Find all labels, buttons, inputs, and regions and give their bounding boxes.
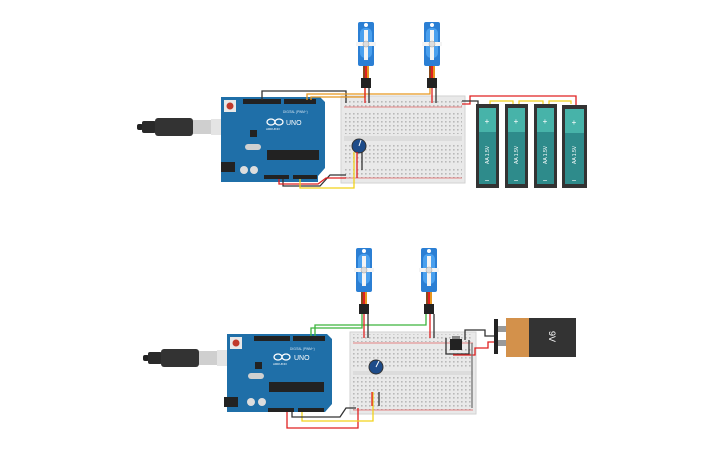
svg-text:+: +	[543, 117, 548, 126]
dc-jack	[224, 397, 238, 407]
digital-header-right	[284, 99, 316, 104]
arduino-logo-icon	[266, 118, 284, 126]
servo-motor-2[interactable]	[421, 21, 443, 89]
dc-jack	[221, 162, 235, 172]
breadboard[interactable]	[349, 331, 477, 415]
svg-text:−: −	[514, 176, 519, 185]
svg-text:+: +	[485, 117, 490, 126]
svg-text:−: −	[572, 176, 577, 185]
usb-cable[interactable]	[143, 349, 233, 367]
arduino-logo-icon	[273, 353, 291, 361]
svg-text:+: +	[514, 117, 519, 126]
svg-text:AA 1.5V: AA 1.5V	[543, 145, 549, 164]
svg-text:−: −	[543, 176, 548, 185]
arduino-uno-board[interactable]: DIGITAL (PWM~) ARDUINO UNO	[221, 97, 325, 182]
svg-text:AA 1.5V: AA 1.5V	[514, 145, 520, 164]
power-header	[264, 175, 289, 179]
brand-label: ARDUINO	[273, 362, 288, 366]
board-label: UNO	[294, 355, 310, 362]
aa-battery-3: + − AA 1.5V	[534, 104, 557, 188]
battery-label: 9V	[547, 331, 557, 342]
atmega-chip	[267, 150, 319, 160]
aa-battery-4: + − AA 1.5V	[562, 105, 587, 188]
usb-cable[interactable]	[137, 118, 227, 136]
aa-battery-1: + − AA 1.5V	[476, 104, 499, 188]
wires-top	[261, 88, 577, 189]
reset-button[interactable]	[226, 102, 234, 110]
9v-battery[interactable]: 9V	[494, 318, 576, 357]
circuit-top: DIGITAL (PWM~) ARDUINO UNO	[137, 21, 587, 189]
digital-pins-label: DIGITAL (PWM~)	[290, 347, 315, 351]
svg-text:−: −	[485, 176, 490, 185]
voltage-regulator[interactable]	[450, 336, 462, 350]
digital-header-left	[243, 99, 281, 104]
analog-header	[293, 175, 317, 179]
atmega-chip	[269, 382, 324, 392]
brand-label: ARDUINO	[266, 127, 281, 131]
servo-motor-2[interactable]	[418, 247, 440, 315]
servo-motor-1[interactable]	[355, 21, 377, 89]
servo-motor-1[interactable]	[353, 247, 375, 315]
svg-text:AA 1.5V: AA 1.5V	[485, 145, 491, 164]
potentiometer[interactable]	[368, 359, 384, 375]
arduino-uno-board[interactable]: DIGITAL (PWM~) ARDUINO UNO	[224, 334, 332, 412]
svg-text:+: +	[572, 118, 577, 127]
digital-pins-label: DIGITAL (PWM~)	[283, 110, 308, 114]
circuit-bottom: DIGITAL (PWM~) ARDUINO UNO	[143, 247, 576, 429]
wires-bottom	[286, 314, 497, 429]
potentiometer[interactable]	[351, 138, 367, 154]
aa-battery-pack[interactable]: + − AA 1.5V + − AA 1.5V + − AA 1.5V	[476, 100, 587, 188]
board-label: UNO	[286, 120, 302, 127]
aa-battery-2: + − AA 1.5V	[505, 104, 528, 188]
reset-button[interactable]	[232, 339, 240, 347]
svg-text:AA 1.5V: AA 1.5V	[572, 145, 578, 164]
